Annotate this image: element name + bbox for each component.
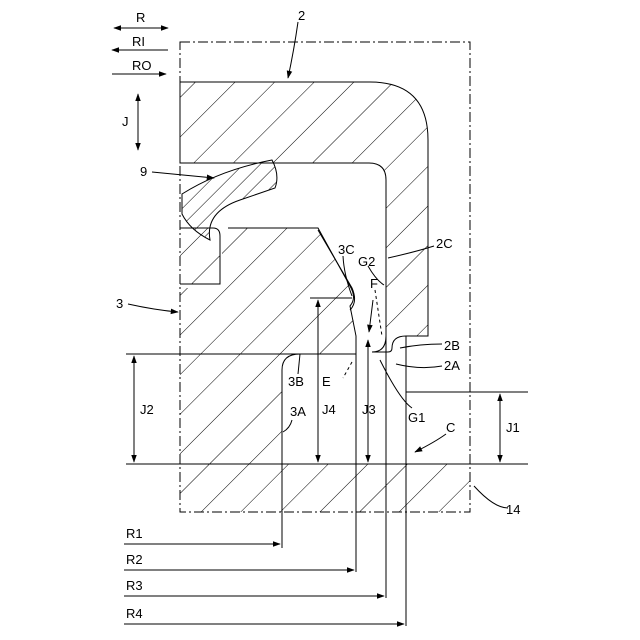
label-R: R <box>136 10 145 25</box>
label-J2: J2 <box>140 402 154 417</box>
label-3C: 3C <box>338 242 355 257</box>
gap-F-line <box>375 290 382 336</box>
label-R1: R1 <box>126 526 143 541</box>
leader-9 <box>152 172 214 178</box>
label-J4: J4 <box>322 402 336 417</box>
label-9: 9 <box>140 164 147 179</box>
leader-14 <box>474 486 508 508</box>
shaft-14 <box>180 464 470 512</box>
label-R3: R3 <box>126 578 143 593</box>
leader-2 <box>288 22 298 78</box>
leader-3A <box>283 420 292 432</box>
gap-E-line <box>343 362 352 378</box>
label-C: C <box>446 420 455 435</box>
leader-C <box>415 434 446 452</box>
label-RO: RO <box>132 58 152 73</box>
label-G1: G1 <box>408 410 425 425</box>
leader-3 <box>128 304 178 312</box>
label-3A: 3A <box>290 404 306 419</box>
label-J1: J1 <box>506 420 520 435</box>
label-R2: R2 <box>126 552 143 567</box>
leader-G1 <box>380 360 412 408</box>
label-RI: RI <box>132 34 145 49</box>
label-R4: R4 <box>126 606 143 621</box>
label-14: 14 <box>506 502 520 517</box>
arrow-F <box>369 300 373 332</box>
inner-ring-3 <box>180 228 356 464</box>
label-F: F <box>370 276 378 291</box>
label-2: 2 <box>298 8 305 23</box>
leader-2A <box>396 364 442 368</box>
label-3: 3 <box>116 296 123 311</box>
label-J: J <box>122 114 129 129</box>
label-E: E <box>322 374 331 389</box>
leader-3B <box>298 354 300 374</box>
label-J3: J3 <box>362 402 376 417</box>
label-2A: 2A <box>444 358 460 373</box>
label-3B: 3B <box>288 374 304 389</box>
label-G2: G2 <box>358 254 375 269</box>
label-2C: 2C <box>436 236 453 251</box>
label-2B: 2B <box>444 338 460 353</box>
